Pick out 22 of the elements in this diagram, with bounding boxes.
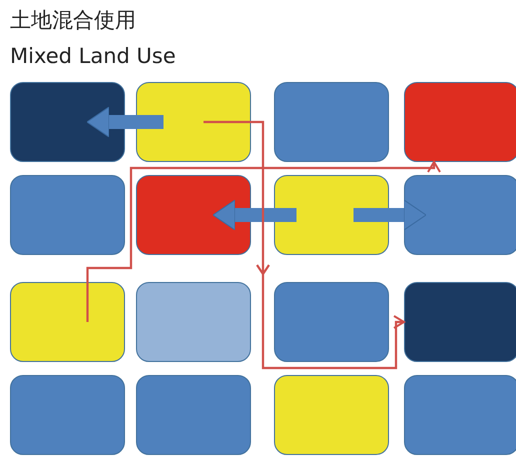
land-block bbox=[136, 82, 251, 162]
title: 土地混合使用 bbox=[10, 7, 136, 34]
land-block bbox=[10, 82, 125, 162]
land-block bbox=[10, 375, 125, 455]
block-arrow bbox=[86, 106, 164, 138]
subtitle: Mixed Land Use bbox=[10, 44, 176, 68]
land-block bbox=[274, 375, 389, 455]
land-block bbox=[274, 82, 389, 162]
block-arrow bbox=[212, 200, 296, 230]
arrow bbox=[202, 120, 406, 370]
land-block bbox=[404, 82, 516, 162]
land-block bbox=[404, 175, 516, 255]
land-block bbox=[136, 375, 251, 455]
land-block bbox=[10, 175, 125, 255]
land-block bbox=[404, 375, 516, 455]
land-block bbox=[274, 282, 389, 362]
land-block bbox=[10, 282, 125, 362]
block-arrow bbox=[354, 200, 426, 230]
land-block bbox=[136, 175, 251, 255]
land-block bbox=[274, 175, 389, 255]
land-block bbox=[136, 282, 251, 362]
land-block bbox=[404, 282, 516, 362]
